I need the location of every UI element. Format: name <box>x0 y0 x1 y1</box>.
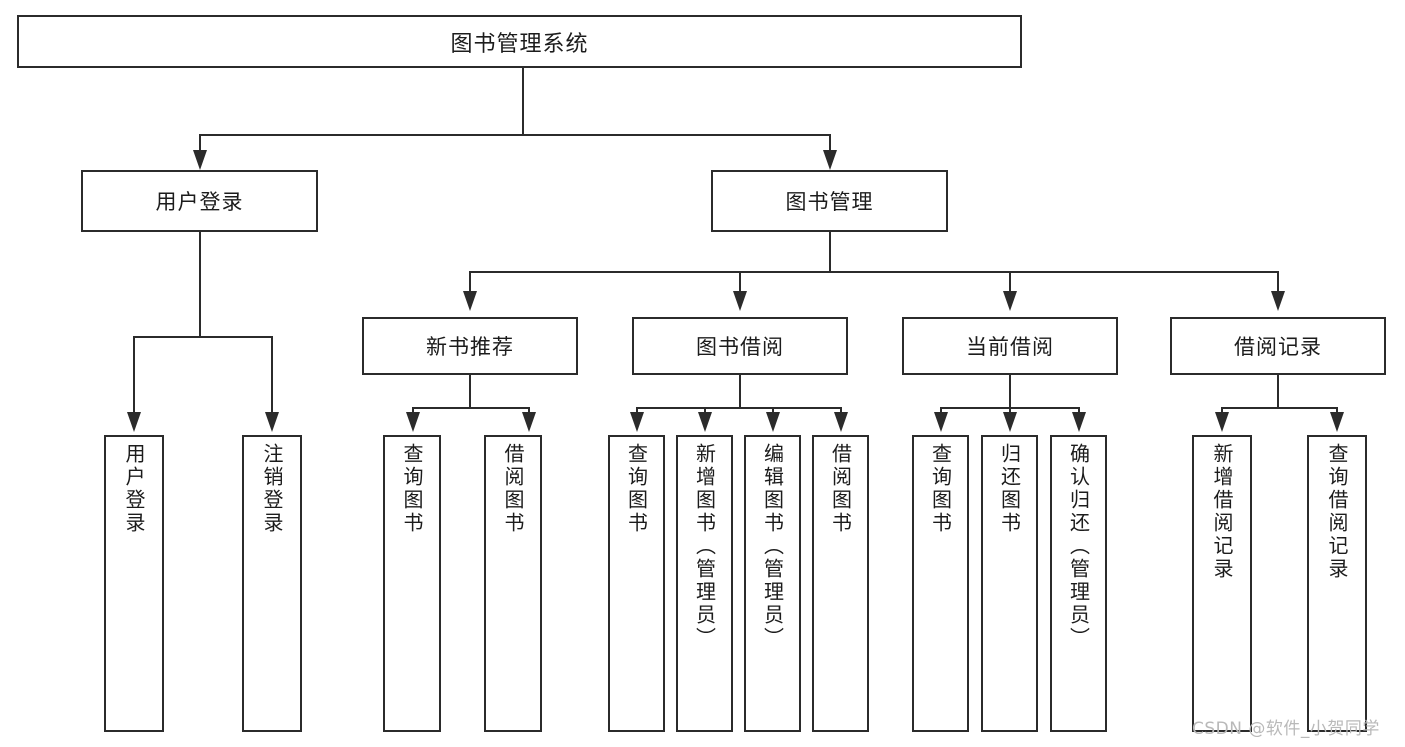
leaf-add-record[interactable]: 新增借阅记录 <box>1192 435 1252 732</box>
connector-drop-leaf-query-book-3 <box>940 407 942 416</box>
node-label: 图书管理系统 <box>450 31 589 57</box>
connector-drop-leaf-borrow-book-1 <box>528 407 530 416</box>
leaf-user-login[interactable]: 用户登录 <box>104 435 164 732</box>
arrowhead-icon <box>406 412 420 432</box>
leaf-return-book[interactable]: 归还图书 <box>981 435 1038 732</box>
leaf-label: 归还图书 <box>997 443 1022 535</box>
arrowhead-icon <box>193 150 207 170</box>
connector-current-borrow-stem <box>1009 375 1011 407</box>
connector-drop-leaf-query-record <box>1336 407 1338 416</box>
leaf-label: 借阅图书 <box>828 443 853 535</box>
arrowhead-icon <box>934 412 948 432</box>
arrowhead-icon <box>766 412 780 432</box>
leaf-query-book-1[interactable]: 查询图书 <box>383 435 441 732</box>
leaf-label: 查询图书 <box>928 443 953 535</box>
arrowhead-icon <box>265 412 279 432</box>
leaf-label: 注销登录 <box>260 443 284 535</box>
connector-book-manage-bus <box>469 271 1279 273</box>
arrowhead-icon <box>127 412 141 432</box>
arrowhead-icon <box>463 291 477 311</box>
connector-drop-leaf-add-book <box>704 407 706 416</box>
arrowhead-icon <box>1271 291 1285 311</box>
leaf-label: 新增借阅记录 <box>1210 443 1234 581</box>
connector-drop-leaf-add-record <box>1221 407 1223 416</box>
node-root-system[interactable]: 图书管理系统 <box>17 15 1022 68</box>
leaf-label: 借阅图书 <box>501 443 525 535</box>
leaf-label: 查询图书 <box>624 443 649 535</box>
arrowhead-icon <box>630 412 644 432</box>
leaf-confirm-return[interactable]: 确认归还（管理员） <box>1050 435 1107 732</box>
connector-drop-leaf-logout-login <box>271 336 273 416</box>
arrowhead-icon <box>823 150 837 170</box>
leaf-logout-login[interactable]: 注销登录 <box>242 435 302 732</box>
connector-drop-leaf-confirm-return <box>1078 407 1080 416</box>
leaf-label: 用户登录 <box>122 443 146 535</box>
node-new-book-recommend[interactable]: 新书推荐 <box>362 317 578 375</box>
connector-book-borrow-stem <box>739 375 741 407</box>
connector-drop-new-book <box>469 271 471 295</box>
connector-drop-leaf-user-login <box>133 336 135 416</box>
connector-drop-leaf-return-book <box>1009 407 1011 416</box>
node-book-borrow[interactable]: 图书借阅 <box>632 317 848 375</box>
leaf-label: 查询借阅记录 <box>1325 443 1349 581</box>
connector-new-book-bus <box>412 407 530 409</box>
leaf-add-book[interactable]: 新增图书（管理员） <box>676 435 733 732</box>
connector-book-manage-stem <box>829 232 831 271</box>
arrowhead-icon <box>698 412 712 432</box>
connector-drop-book-manage <box>829 134 831 156</box>
leaf-borrow-book-2[interactable]: 借阅图书 <box>812 435 869 732</box>
node-book-manage[interactable]: 图书管理 <box>711 170 948 232</box>
arrowhead-icon <box>522 412 536 432</box>
connector-drop-leaf-edit-book <box>772 407 774 416</box>
node-label: 图书借阅 <box>696 335 784 359</box>
connector-drop-current-borrow <box>1009 271 1011 295</box>
connector-drop-leaf-borrow-book-2 <box>840 407 842 416</box>
connector-drop-book-borrow <box>739 271 741 295</box>
node-label: 用户登录 <box>155 190 244 214</box>
connector-borrow-record-stem <box>1277 375 1279 407</box>
arrowhead-icon <box>1003 291 1017 311</box>
node-borrow-record[interactable]: 借阅记录 <box>1170 317 1386 375</box>
connector-book-borrow-bus <box>636 407 841 409</box>
leaf-query-book-2[interactable]: 查询图书 <box>608 435 665 732</box>
node-label: 图书管理 <box>785 190 874 214</box>
connector-root-bus <box>199 134 831 136</box>
connector-user-login-stem <box>199 232 201 336</box>
leaf-label: 编辑图书（管理员） <box>760 443 785 650</box>
connector-drop-borrow-record <box>1277 271 1279 295</box>
arrowhead-icon <box>834 412 848 432</box>
connector-drop-leaf-query-book-1 <box>412 407 414 416</box>
leaf-query-record[interactable]: 查询借阅记录 <box>1307 435 1367 732</box>
leaf-label: 查询图书 <box>400 443 424 535</box>
leaf-edit-book[interactable]: 编辑图书（管理员） <box>744 435 801 732</box>
connector-root-stem <box>522 68 524 134</box>
connector-drop-leaf-query-book-2 <box>636 407 638 416</box>
node-label: 当前借阅 <box>966 335 1054 359</box>
node-current-borrow[interactable]: 当前借阅 <box>902 317 1118 375</box>
arrowhead-icon <box>1003 412 1017 432</box>
node-label: 新书推荐 <box>426 335 514 359</box>
arrowhead-icon <box>1330 412 1344 432</box>
leaf-query-book-3[interactable]: 查询图书 <box>912 435 969 732</box>
connector-user-login-bus <box>133 336 273 338</box>
connector-new-book-stem <box>469 375 471 407</box>
node-user-login[interactable]: 用户登录 <box>81 170 318 232</box>
leaf-label: 确认归还（管理员） <box>1066 443 1091 650</box>
arrowhead-icon <box>1215 412 1229 432</box>
node-label: 借阅记录 <box>1234 335 1322 359</box>
connector-drop-user-login <box>199 134 201 156</box>
arrowhead-icon <box>1072 412 1086 432</box>
leaf-borrow-book-1[interactable]: 借阅图书 <box>484 435 542 732</box>
arrowhead-icon <box>733 291 747 311</box>
leaf-label: 新增图书（管理员） <box>692 443 717 650</box>
watermark-text: CSDN @软件_小贺同学 <box>1192 719 1380 739</box>
connector-borrow-record-bus <box>1221 407 1338 409</box>
